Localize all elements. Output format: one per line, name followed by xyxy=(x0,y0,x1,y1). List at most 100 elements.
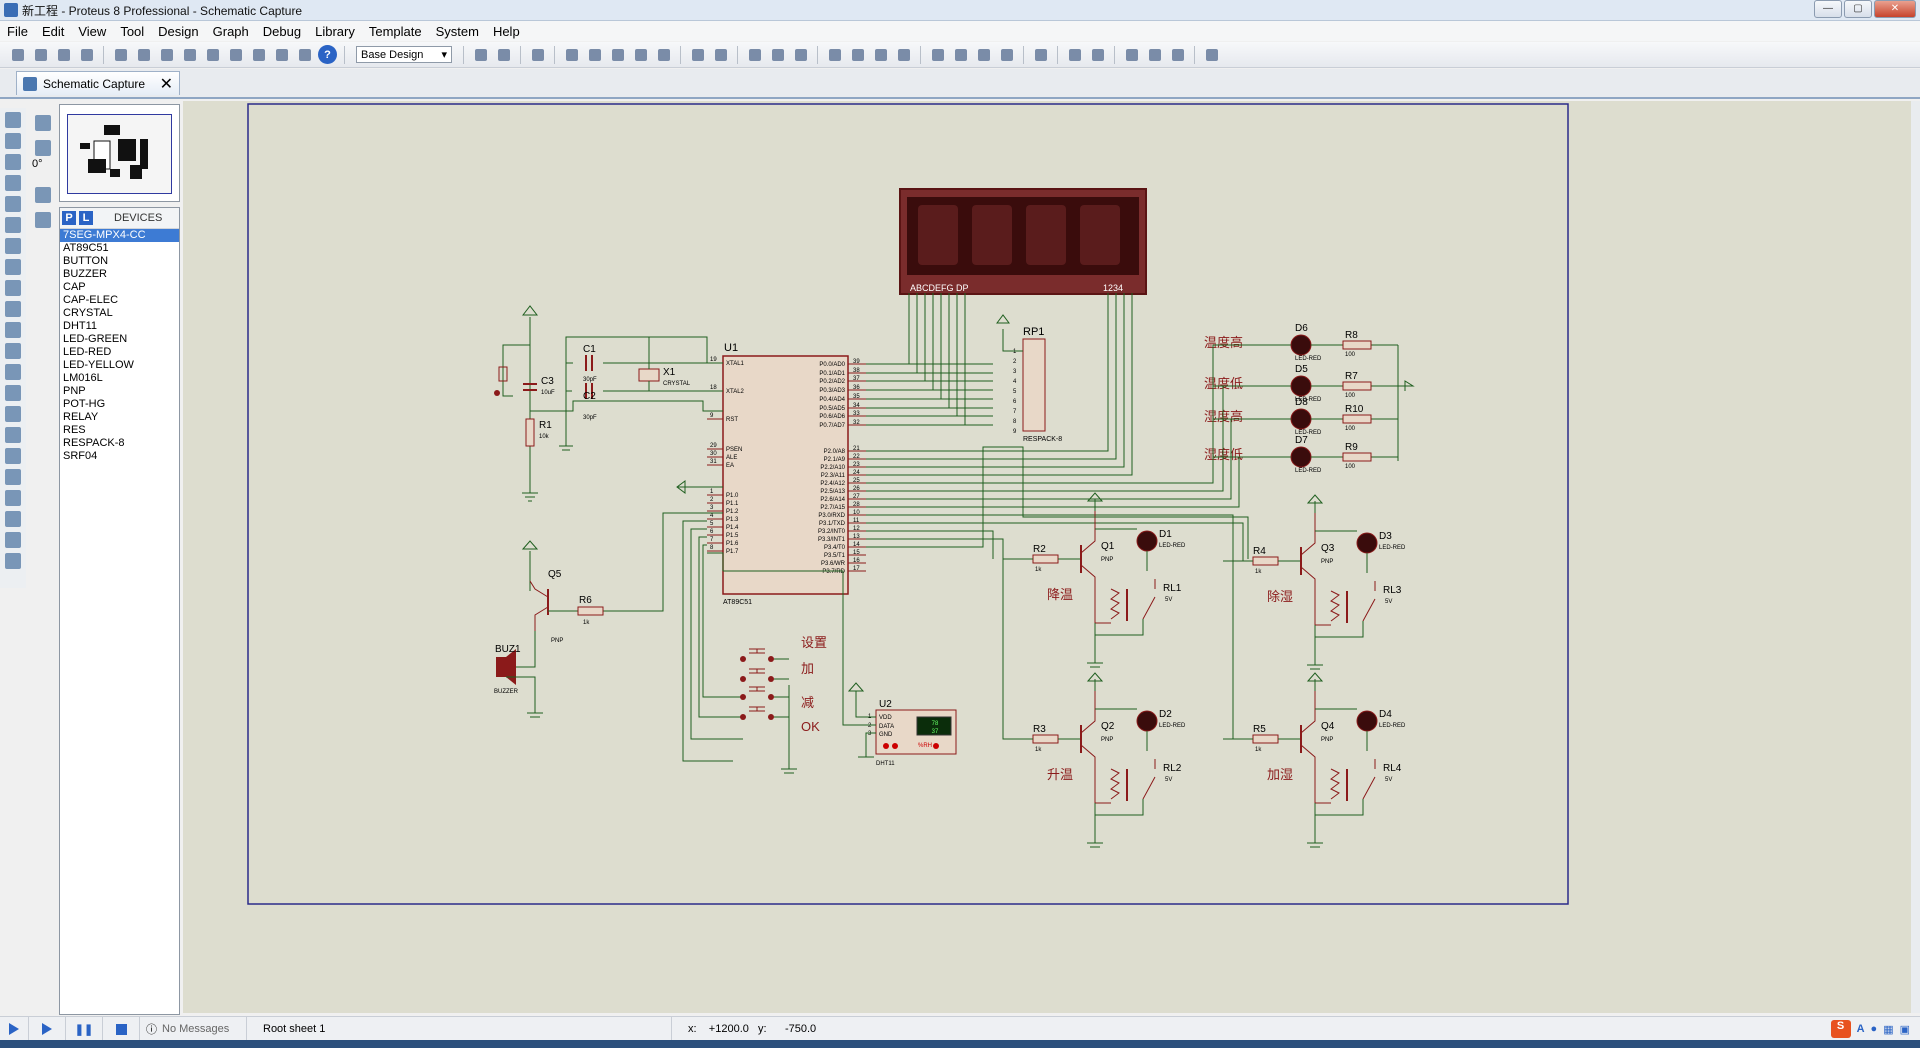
list-item[interactable]: 7SEG-MPX4-CC xyxy=(60,229,179,242)
maximize-button[interactable]: ▢ xyxy=(1844,0,1872,18)
menu-view[interactable]: View xyxy=(78,23,107,39)
paste-icon[interactable] xyxy=(791,45,810,64)
line-icon[interactable] xyxy=(5,406,21,422)
overview-viewport[interactable] xyxy=(67,114,172,194)
menu-library[interactable]: Library xyxy=(315,23,355,39)
menu-graph[interactable]: Graph xyxy=(212,23,249,39)
virtual-instrument-icon[interactable] xyxy=(5,385,21,401)
graph-icon[interactable] xyxy=(5,301,21,317)
pcb-icon[interactable] xyxy=(157,45,176,64)
report-icon[interactable] xyxy=(295,45,314,64)
block-rotate-icon[interactable] xyxy=(871,45,890,64)
save-icon[interactable] xyxy=(54,45,73,64)
grid-icon[interactable] xyxy=(494,45,513,64)
step-button[interactable] xyxy=(29,1017,66,1041)
close-window-button[interactable]: ✕ xyxy=(1874,0,1916,18)
vertical-scrollbar[interactable] xyxy=(1911,101,1920,1013)
circle-icon[interactable] xyxy=(5,448,21,464)
netlist-icon[interactable] xyxy=(1202,45,1221,64)
undo-icon[interactable] xyxy=(688,45,707,64)
redo-icon[interactable] xyxy=(711,45,730,64)
rotation-angle[interactable]: 0° xyxy=(32,158,43,170)
mirror-x-icon[interactable] xyxy=(35,187,51,203)
menu-edit[interactable]: Edit xyxy=(41,23,65,39)
list-item[interactable]: RELAY xyxy=(63,411,99,423)
list-item[interactable]: DHT11 xyxy=(63,320,98,332)
zoom-in-icon[interactable] xyxy=(585,45,604,64)
menu-tool[interactable]: Tool xyxy=(120,23,145,39)
keyboard-icon[interactable]: ▦ xyxy=(1883,1023,1894,1036)
ime-logo-icon[interactable]: S xyxy=(1830,1020,1851,1038)
menu-design[interactable]: Design xyxy=(158,23,199,39)
seven-segment-display[interactable]: ABCDEFG DP 1234 xyxy=(899,188,1147,295)
mirror-y-icon[interactable] xyxy=(35,212,51,228)
exit-parent-icon[interactable] xyxy=(1168,45,1187,64)
list-item[interactable]: CRYSTAL xyxy=(63,307,113,319)
arc-icon[interactable] xyxy=(5,469,21,485)
remove-sheet-icon[interactable] xyxy=(1145,45,1164,64)
pan-icon[interactable] xyxy=(562,45,581,64)
play-button[interactable] xyxy=(0,1017,29,1041)
bom-icon[interactable] xyxy=(226,45,245,64)
list-item[interactable]: RESPACK-8 xyxy=(63,437,125,449)
overview-window[interactable] xyxy=(59,104,180,202)
component-mode-icon[interactable] xyxy=(5,133,21,149)
microcontroller-u1[interactable]: U1 AT89C51 19XTAL118XTAL29RST29PSEN30ALE… xyxy=(707,342,866,606)
copy-icon[interactable] xyxy=(768,45,787,64)
package-tool-icon[interactable] xyxy=(974,45,993,64)
text-script-icon[interactable] xyxy=(5,196,21,212)
list-item[interactable]: CAP xyxy=(63,281,86,293)
origin-icon[interactable] xyxy=(528,45,547,64)
list-item[interactable]: LED-GREEN xyxy=(63,333,128,345)
new-file-icon[interactable] xyxy=(8,45,27,64)
subcircuit-icon[interactable] xyxy=(5,238,21,254)
menu-file[interactable]: File xyxy=(7,23,28,39)
3d-icon[interactable] xyxy=(203,45,222,64)
wire-autorouter-icon[interactable] xyxy=(1031,45,1050,64)
list-item[interactable]: RES xyxy=(63,424,86,436)
generator-icon[interactable] xyxy=(5,343,21,359)
close-icon[interactable]: ✕ xyxy=(159,75,173,93)
menu-system[interactable]: System xyxy=(435,23,479,39)
gerber-icon[interactable] xyxy=(180,45,199,64)
path-icon[interactable] xyxy=(5,490,21,506)
list-item[interactable]: LM016L xyxy=(63,372,103,384)
dht11-sensor[interactable]: 78 37 %RH VDD DATA GND 1 2 3 U2 DHT11 xyxy=(707,552,957,767)
zoom-area-icon[interactable] xyxy=(654,45,673,64)
schematic-icon[interactable] xyxy=(134,45,153,64)
minimize-button[interactable]: — xyxy=(1814,0,1842,18)
terminal-icon[interactable] xyxy=(5,259,21,275)
list-item[interactable]: BUTTON xyxy=(63,255,109,267)
box-icon[interactable] xyxy=(5,427,21,443)
refresh-icon[interactable] xyxy=(471,45,490,64)
pick-device-icon[interactable] xyxy=(928,45,947,64)
cut-icon[interactable] xyxy=(745,45,764,64)
ime-mode-icon[interactable]: A xyxy=(1856,1023,1865,1035)
tab-schematic-capture[interactable]: Schematic Capture ✕ xyxy=(16,71,180,95)
search-tag-icon[interactable] xyxy=(1065,45,1084,64)
relay-channel-group[interactable]: R21kQ1PNPD1LED-REDRL15V降温R41kQ3PNPD3LED-… xyxy=(1003,492,1406,848)
menu-debug[interactable]: Debug xyxy=(262,23,302,39)
rotate-ccw-icon[interactable] xyxy=(35,140,51,156)
list-item[interactable]: POT-HG xyxy=(63,398,106,410)
bus-icon[interactable] xyxy=(5,217,21,233)
rotate-cw-icon[interactable] xyxy=(35,115,51,131)
voltage-probe-icon[interactable] xyxy=(5,364,21,380)
list-item[interactable]: CAP-ELEC xyxy=(63,294,119,306)
zoom-all-icon[interactable] xyxy=(631,45,650,64)
status-led-group[interactable]: 温度高D6LED-REDR8100温度低D5LED-REDR7100湿度高D8L… xyxy=(1204,323,1398,474)
selection-mode-icon[interactable] xyxy=(5,112,21,128)
import-icon[interactable] xyxy=(77,45,96,64)
oscillator-circuit[interactable]: C1 30pF C2 30pF X1 CRYSTAL xyxy=(559,336,723,451)
list-item[interactable]: AT89C51 xyxy=(63,242,109,254)
pick-device-button[interactable]: P xyxy=(62,211,76,225)
decompose-icon[interactable] xyxy=(997,45,1016,64)
make-device-icon[interactable] xyxy=(951,45,970,64)
microphone-icon[interactable]: ● xyxy=(1870,1023,1878,1035)
list-item[interactable]: BUZZER xyxy=(63,268,107,280)
list-item[interactable]: LED-RED xyxy=(63,346,112,358)
settings-icon[interactable]: ▣ xyxy=(1899,1023,1910,1036)
block-copy-icon[interactable] xyxy=(825,45,844,64)
